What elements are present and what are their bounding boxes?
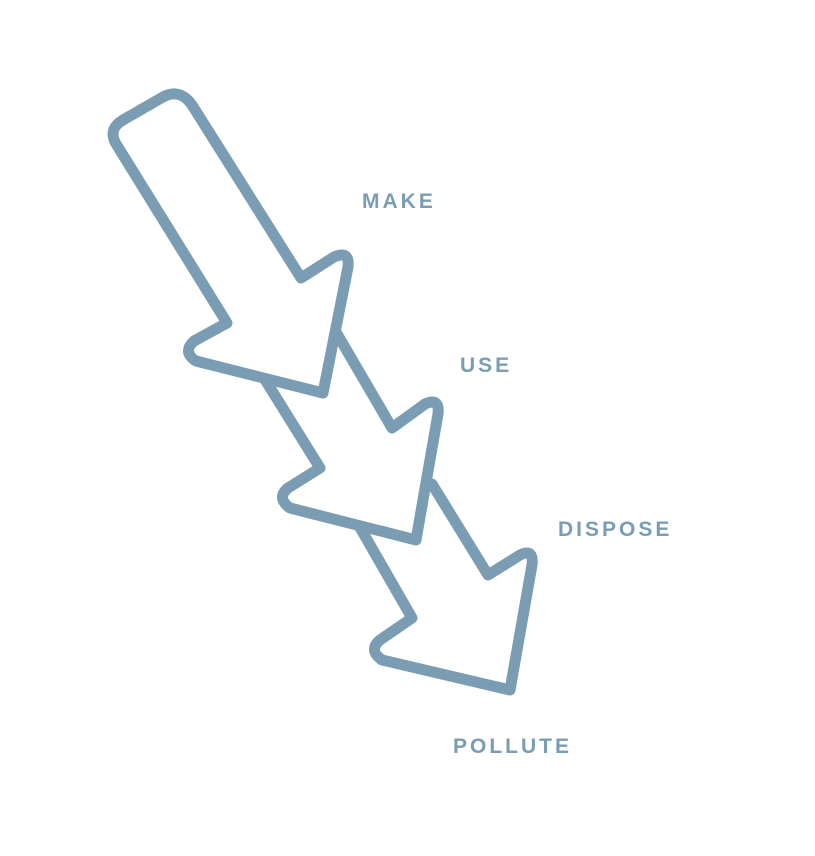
label-make: MAKE [362, 190, 436, 213]
label-pollute: POLLUTE [453, 735, 572, 758]
label-dispose: DISPOSE [558, 518, 673, 541]
label-use: USE [460, 354, 513, 377]
arrow-make [107, 88, 354, 399]
